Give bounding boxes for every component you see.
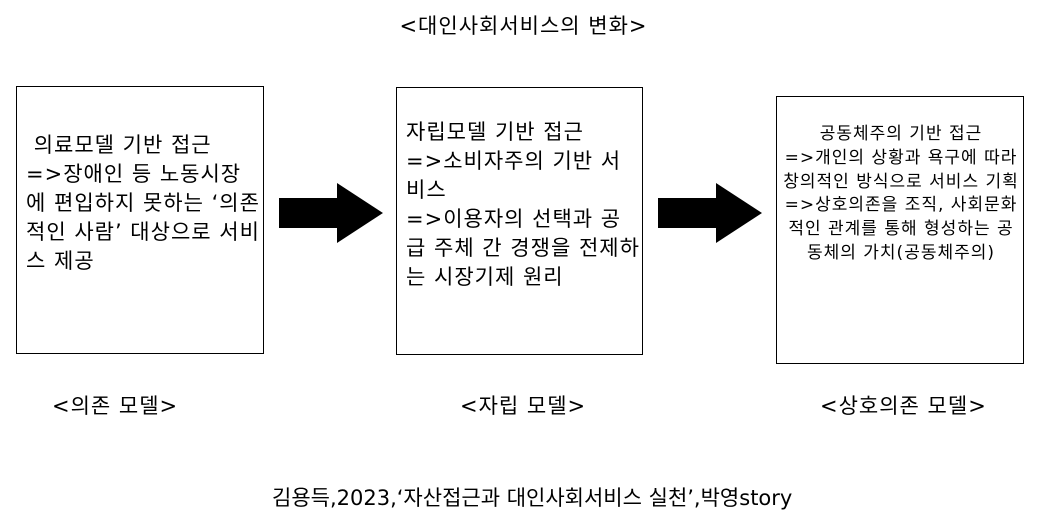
dependency-model-caption: <의존 모델> [52, 394, 179, 418]
independence-model-caption: <자립 모델> [460, 394, 587, 418]
independence-model-box: 자립모델 기반 접근 =>소비자주의 기반 서비스 =>이용자의 선택과 공급 … [396, 87, 643, 355]
dependency-model-box: 의료모델 기반 접근 =>장애인 등 노동시장에 편입하지 못하는 ‘의존적인 … [16, 86, 264, 354]
independence-model-description: 자립모델 기반 접근 =>소비자주의 기반 서비스 =>이용자의 선택과 공급 … [406, 120, 640, 289]
dependency-model-description: 의료모델 기반 접근 =>장애인 등 노동시장에 편입하지 못하는 ‘의존적인 … [26, 133, 260, 273]
interdependence-model-description: 공동체주의 기반 접근 =>개인의 상황과 욕구에 따라 창의적인 방식으로 서… [783, 124, 1019, 263]
right-arrow-icon [279, 183, 383, 243]
interdependence-model-box: 공동체주의 기반 접근 =>개인의 상황과 욕구에 따라 창의적인 방식으로 서… [776, 96, 1024, 364]
right-arrow-icon [658, 183, 762, 243]
source-citation: 김용득,2023,‘자산접근과 대인사회서비스 실천’,박영story [272, 486, 793, 510]
diagram-title: <대인사회서비스의 변화> [399, 14, 648, 38]
interdependence-model-caption: <상호의존 모델> [820, 394, 987, 418]
